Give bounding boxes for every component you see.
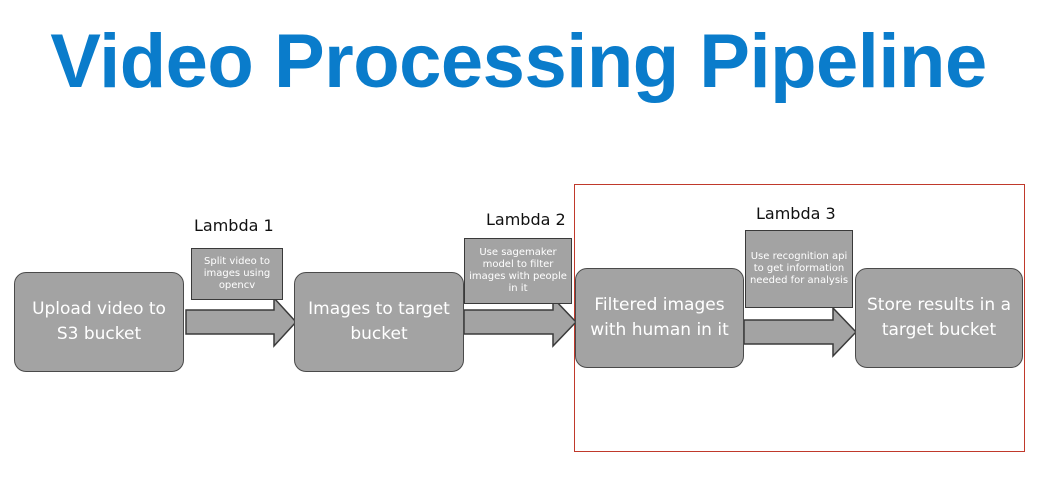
node-label: Upload video to S3 bucket [32,299,166,344]
lambda-2-label: Lambda 2 [486,210,566,229]
node-label: Store results in a target bucket [866,295,1011,340]
arrow-3 [743,306,858,358]
page-title: Video Processing Pipeline [50,19,987,104]
lambda-1-note: Split video to images using opencv [191,248,283,300]
arrow-2 [463,296,578,348]
lambda-2-note: Use sagemaker model to filter images wit… [464,238,572,304]
node-label: Filtered images with human in it [590,295,729,340]
lambda-1-label: Lambda 1 [194,216,274,235]
arrow-1 [185,296,298,348]
node-images-target-bucket: Images to target bucket [294,272,464,372]
highlight-box [574,184,1025,452]
lambda-3-label: Lambda 3 [756,204,836,223]
node-filtered-images: Filtered images with human in it [575,268,744,368]
lambda-3-note: Use recognition api to get information n… [745,230,853,308]
node-upload-video: Upload video to S3 bucket [14,272,184,372]
node-label: Images to target bucket [308,299,450,344]
node-store-results: Store results in a target bucket [855,268,1023,368]
